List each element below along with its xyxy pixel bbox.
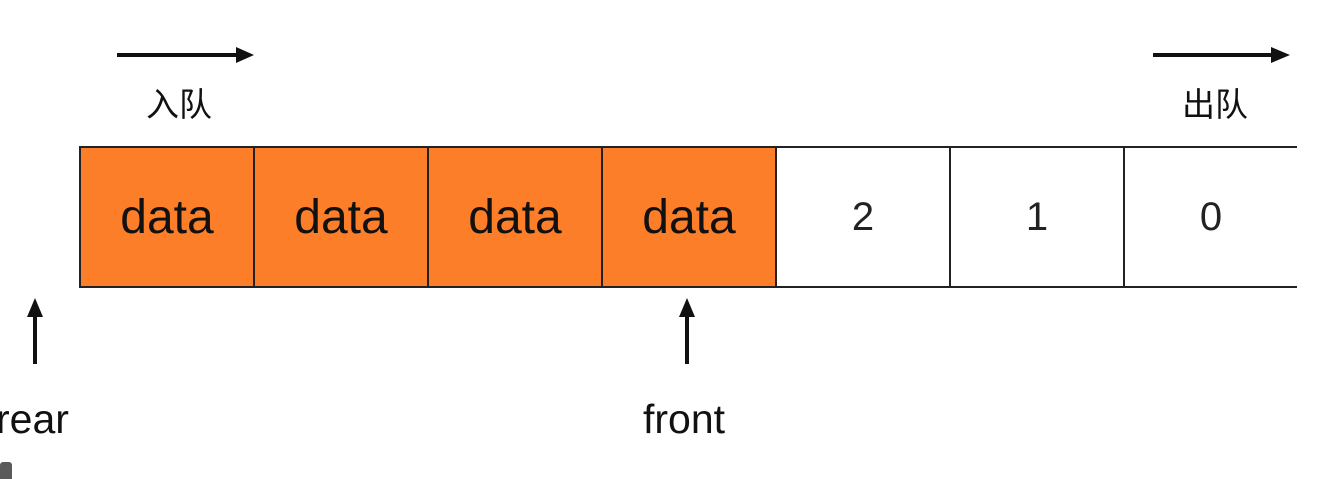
queue-cell: 1 xyxy=(949,146,1123,288)
queue-cell: data xyxy=(79,146,253,288)
corner-scroll-handle xyxy=(0,462,12,479)
front-label: front xyxy=(643,396,726,442)
dequeue-label: 出队 xyxy=(1182,85,1248,124)
queue-cell: data xyxy=(601,146,775,288)
queue-cell: 0 xyxy=(1123,146,1297,288)
queue-cell: data xyxy=(253,146,427,288)
queue-array: data data data data 2 1 0 xyxy=(79,146,1297,288)
queue-cell: data xyxy=(427,146,601,288)
rear-pointer-arrow-icon xyxy=(27,298,43,364)
enqueue-label: 入队 xyxy=(146,85,212,124)
front-pointer-arrow-icon xyxy=(679,298,695,364)
dequeue-arrow-icon xyxy=(1153,47,1290,63)
rear-label: rear xyxy=(0,396,69,442)
enqueue-arrow-icon xyxy=(117,47,254,63)
queue-cell: 2 xyxy=(775,146,949,288)
